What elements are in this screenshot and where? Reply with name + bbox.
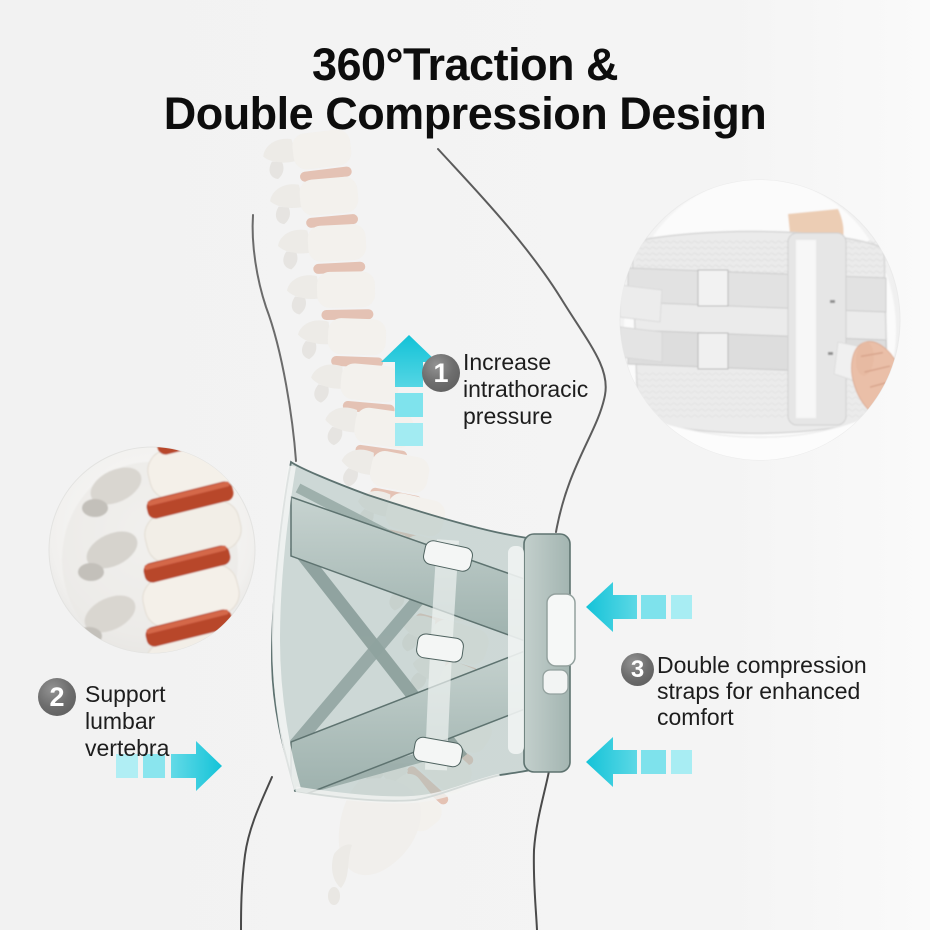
title-line-2: Double Compression Design	[163, 88, 767, 139]
compression-arrow-left-top-icon	[586, 582, 692, 632]
step-3-badge: 3	[621, 653, 654, 686]
title-line-1: 360°Traction &	[311, 39, 619, 90]
step-1-badge: 1	[422, 354, 460, 392]
callout-2-line-3: vertebra	[85, 735, 170, 761]
product-photo-inset	[619, 179, 901, 461]
callout-3-line-1: Double compression	[657, 652, 867, 678]
lumbar-brace-illustration	[271, 460, 576, 804]
callout-2-line-2: lumbar	[85, 708, 156, 734]
callout-increase-pressure: Increase intrathoracic pressure	[463, 349, 588, 430]
callout-3-line-2: straps for enhanced	[657, 678, 861, 704]
compression-arrow-left-bottom-icon	[586, 737, 692, 787]
callout-1-line-3: pressure	[463, 403, 553, 429]
torso-outline	[240, 148, 607, 930]
step-2-badge: 2	[38, 678, 76, 716]
callout-support-lumbar: Support lumbar vertebra	[85, 681, 169, 762]
callout-3-line-3: comfort	[657, 704, 734, 730]
page-title: 360°Traction & Double Compression Design	[0, 40, 930, 138]
callout-2-line-1: Support	[85, 681, 166, 707]
callout-double-compression: Double compression straps for enhanced c…	[657, 652, 867, 730]
vertebrae-closeup-inset	[48, 446, 256, 654]
callout-1-line-2: intrathoracic	[463, 376, 589, 402]
callout-1-line-1: Increase	[463, 349, 552, 375]
support-arrow-right-icon	[116, 741, 222, 791]
